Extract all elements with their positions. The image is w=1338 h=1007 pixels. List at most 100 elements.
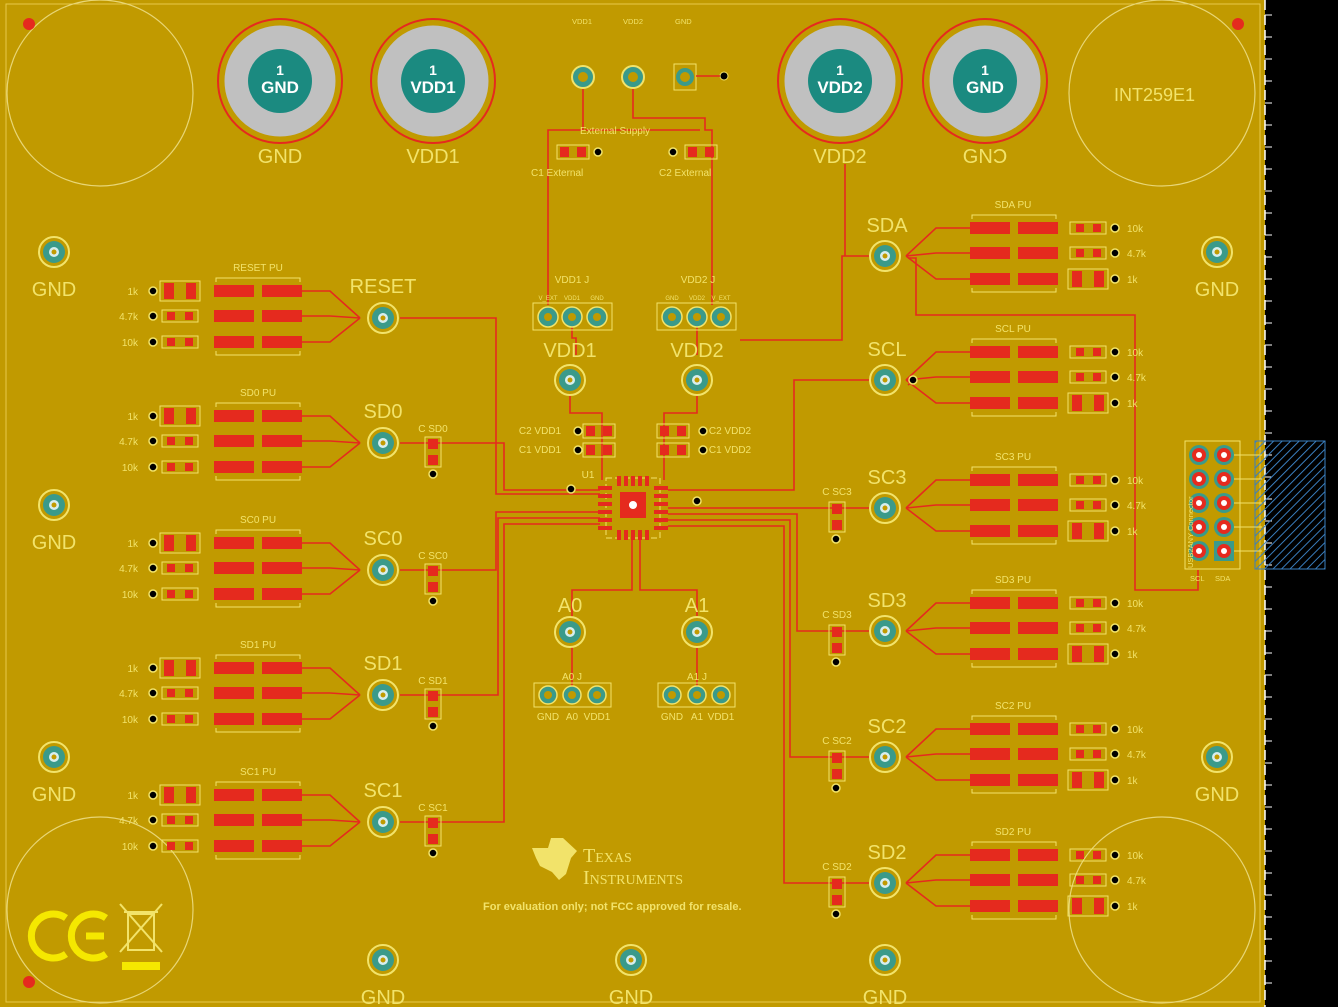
gnd-test-point (1201, 236, 1233, 268)
banana-jack-name: VDD2 (817, 78, 862, 97)
a1-j-label: A1 J (687, 672, 707, 683)
banana-jack-label: GNƆ (963, 146, 1007, 168)
resistor-value: 4.7k (1127, 249, 1147, 260)
resistor-value: 1k (1127, 902, 1139, 913)
gnd-test-point (1201, 741, 1233, 773)
signal-test-point (869, 364, 901, 396)
a0-j-label: A0 J (562, 672, 582, 683)
texas-instruments-logo: Texas Instruments (532, 838, 683, 889)
gnd-test-point (367, 944, 399, 976)
signal-test-point (367, 806, 399, 838)
signal-label: SC0 (364, 528, 403, 550)
gnd-label: GND (32, 532, 76, 554)
gnd-label: GND (609, 987, 653, 1007)
cap-label: C SD3 (822, 610, 852, 621)
gnd-label: GND (1195, 784, 1239, 806)
pullup-title: SCL PU (995, 324, 1031, 335)
banana-jack-name: GND (966, 78, 1004, 97)
connector-scl: SCL (1190, 574, 1205, 583)
signal-label: SDA (866, 215, 908, 237)
resistor-value: 4.7k (119, 437, 139, 448)
resistor-value: 1k (127, 412, 139, 423)
signal-test-point (869, 867, 901, 899)
banana-jack-num: 1 (276, 62, 284, 78)
signal-test-point (367, 302, 399, 334)
resistor-value: 4.7k (119, 816, 139, 827)
header-label-vdd1: VDD1 (572, 17, 592, 26)
jumper-pin-label: VDD1 (584, 712, 611, 723)
banana-jack-name: GND (261, 78, 299, 97)
usb2any-connector: USB2ANY Connector SCL SDA (1184, 440, 1326, 583)
mounting-holes (6, 0, 1256, 1004)
cap-label: C SC1 (418, 803, 448, 814)
signal-label: SC3 (868, 467, 907, 489)
jumper-pin-label: GND (665, 296, 679, 302)
resistor-value: 1k (1127, 650, 1139, 661)
resistor-value: 4.7k (1127, 501, 1147, 512)
cap-label: C SC3 (822, 487, 852, 498)
resistor-value: 1k (1127, 275, 1139, 286)
pullup-title: SD3 PU (995, 575, 1031, 586)
gnd-label: GND (863, 987, 907, 1007)
external-supply-label: External Supply (580, 126, 650, 137)
pullup-title: SC1 PU (240, 767, 276, 778)
resistor-value: 4.7k (119, 689, 139, 700)
jumper-pin-label: GND (661, 712, 683, 723)
supply-header: VDD1 VDD2 GND External Supply C1 Externa… (531, 17, 729, 179)
gnd-test-point (615, 944, 647, 976)
a0-test-point (554, 616, 586, 648)
signal-label: RESET (350, 276, 417, 298)
signal-test-point (367, 427, 399, 459)
jumper-pin-label: GND (537, 712, 559, 723)
resistor-value: 1k (127, 287, 139, 298)
jumper-pin-label: VDD1 (564, 296, 581, 302)
jumper-pin-label: V_EXT (711, 296, 730, 302)
banana-jack-num: 1 (836, 62, 844, 78)
c2-external-label: C2 External (659, 168, 711, 179)
gnd-label: GND (32, 784, 76, 806)
jumper-pin-label: A0 (566, 712, 579, 723)
cap-label: C SC2 (822, 736, 852, 747)
signal-test-point (869, 240, 901, 272)
gnd-label: GND (361, 987, 405, 1007)
resistor-value: 10k (1127, 725, 1144, 736)
jumper-pin-label: V_EXT (538, 296, 557, 302)
connector-title: USB2ANY Connector (1186, 496, 1195, 568)
resistor-value: 4.7k (1127, 750, 1147, 761)
connector-sda: SDA (1215, 574, 1230, 583)
resistor-value: 10k (1127, 851, 1144, 862)
vdd1-test-point (554, 364, 586, 396)
resistor-value: 4.7k (1127, 876, 1147, 887)
gnd-test-point (869, 944, 901, 976)
signal-label: SC1 (364, 780, 403, 802)
signal-test-point (869, 741, 901, 773)
pullup-title: SD0 PU (240, 388, 276, 399)
resistor-value: 10k (122, 715, 139, 726)
c1-vdd1-label: C1 VDD1 (519, 445, 562, 456)
vdd2-test-point (681, 364, 713, 396)
signal-label: SD2 (868, 842, 907, 864)
gnd-test-point (38, 741, 70, 773)
cap-label: C SD1 (418, 676, 448, 687)
resistor-value: 4.7k (1127, 373, 1147, 384)
resistor-value: 10k (1127, 476, 1144, 487)
vdd1-j-label: VDD1 J (555, 275, 589, 286)
pullup-title: SC0 PU (240, 515, 276, 526)
u1-label: U1 (582, 470, 595, 481)
banana-jack-name: VDD1 (410, 78, 455, 97)
jumper-pin-label: VDD1 (708, 712, 735, 723)
resistor-value: 10k (1127, 599, 1144, 610)
a1-test-point (681, 616, 713, 648)
